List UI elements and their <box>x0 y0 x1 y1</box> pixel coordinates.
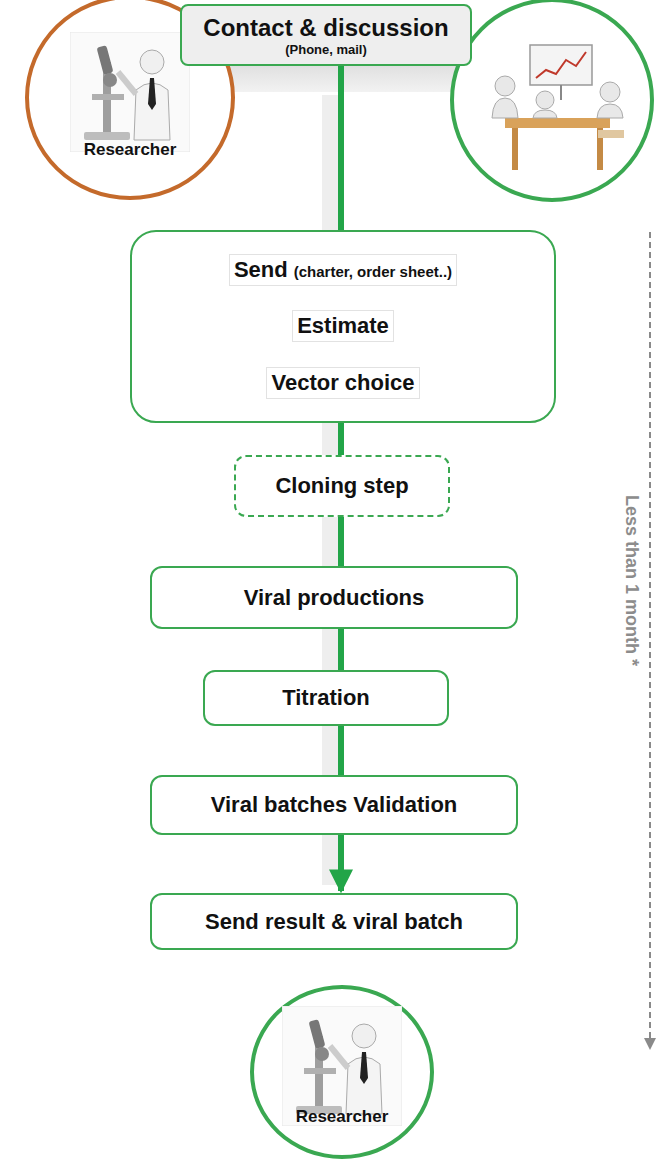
process-box: Contact & discussion(Phone, mail) <box>180 4 472 66</box>
researcher-figure <box>70 32 190 156</box>
process-box: Titration <box>203 670 449 726</box>
flow-connector <box>338 517 344 566</box>
flow-connector <box>338 66 344 230</box>
node-text: (charter, order sheet..) <box>294 263 452 280</box>
flow-connector <box>338 423 344 455</box>
meeting-illustration <box>452 0 652 200</box>
node-text: Researcher <box>84 140 177 160</box>
flow-connector <box>338 726 344 775</box>
node-text: Vector choice <box>271 370 414 396</box>
process-box: Send (charter, order sheet..) EstimateVect… <box>130 230 556 423</box>
node-text: Send result & viral batch <box>205 909 463 935</box>
researcher-icon <box>70 32 190 152</box>
node-text: Estimate <box>297 313 389 339</box>
time-arrow <box>644 232 656 1050</box>
actor-circle: Researcher <box>250 985 434 1159</box>
process-box: Viral batches Validation <box>150 775 518 835</box>
node-text: Viral batches Validation <box>211 792 458 818</box>
flow-connector <box>338 629 344 670</box>
node-text: Researcher <box>296 1107 389 1127</box>
node-text: Cloning step <box>275 473 408 499</box>
node-text: Send <box>234 257 288 283</box>
process-box: Send result & viral batch <box>150 893 518 950</box>
flow-connector <box>338 835 344 891</box>
node-text: Titration <box>282 685 370 711</box>
node-text: Viral productions <box>244 585 425 611</box>
process-box: Viral productions <box>150 566 518 629</box>
node-text: (Phone, mail) <box>285 42 367 57</box>
process-box: Cloning step <box>234 455 450 517</box>
duration-note: Less than 1 month * <box>621 495 642 666</box>
node-text: Contact & discussion <box>203 14 448 42</box>
